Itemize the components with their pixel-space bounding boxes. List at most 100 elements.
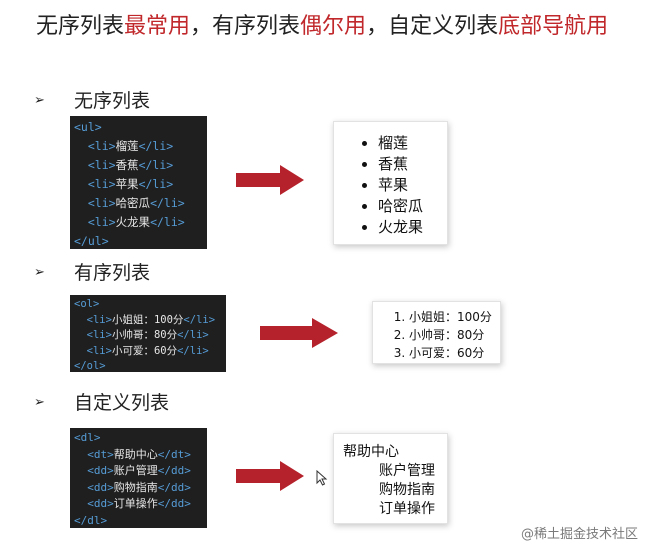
code-dd-open-tag: <dd> <box>87 480 114 494</box>
code-li-open-tag: <li> <box>87 139 116 153</box>
code-line: <dd>订单操作</dd> <box>74 496 201 513</box>
title-part: 无序列表 <box>36 14 125 39</box>
code-li-text: 苹果 <box>115 177 139 191</box>
title-part: ，有序列表 <box>190 14 301 39</box>
section-heading-text: 有序列表 <box>74 262 151 284</box>
arrow-right-icon <box>236 461 304 491</box>
section-heading-ul: ➢ 无序列表 <box>34 86 150 113</box>
code-indent <box>74 345 87 357</box>
code-dt-open-tag: <dt> <box>87 447 114 461</box>
code-dd-close-tag: </dd> <box>157 464 191 477</box>
code-indent <box>74 448 87 461</box>
code-block-ul: <ul> <li>榴莲</li> <li>香蕉</li> <li>苹果</li>… <box>70 116 207 249</box>
code-open-tag: <ul> <box>74 120 102 134</box>
code-li-close-tag: </li> <box>150 196 185 210</box>
section-heading-text: 无序列表 <box>74 90 151 112</box>
code-line: <dd>购物指南</dd> <box>74 480 201 497</box>
code-indent <box>74 464 87 477</box>
code-indent <box>74 139 88 153</box>
code-line: <li>小姐姐：100分</li> <box>74 313 220 329</box>
section-heading-text: 自定义列表 <box>74 392 170 414</box>
title-accent: 偶尔用 <box>300 14 367 39</box>
code-dd-text: 账户管理 <box>113 464 158 477</box>
code-line: <dd>账户管理</dd> <box>74 463 201 480</box>
list-item: 小可爱：60分 <box>409 344 500 362</box>
code-indent <box>74 497 87 510</box>
code-line: <li>火龙果</li> <box>74 213 201 232</box>
code-li-open-tag: <li> <box>86 344 112 357</box>
result-box-ul: 榴莲香蕉苹果哈密瓜火龙果 <box>333 121 448 245</box>
code-dt-close-tag: </dt> <box>157 447 191 461</box>
code-indent <box>74 177 88 191</box>
code-indent <box>74 196 88 210</box>
code-line: </ul> <box>74 232 201 251</box>
list-item: 火龙果 <box>378 217 447 238</box>
list-item: 榴莲 <box>378 133 447 154</box>
code-li-text: 小可爱：60分 <box>111 344 178 357</box>
arrow-right-icon <box>236 165 304 195</box>
code-li-text: 香蕉 <box>115 158 139 172</box>
rendered-definition-list: 帮助中心账户管理购物指南订单操作 <box>343 442 447 519</box>
code-li-open-tag: <li> <box>86 329 112 341</box>
code-line: <li>小可爱：60分</li> <box>74 344 220 360</box>
code-li-open-tag: <li> <box>87 196 116 210</box>
code-indent <box>74 158 88 172</box>
code-li-close-tag: </li> <box>183 313 216 326</box>
code-dd-open-tag: <dd> <box>87 497 114 510</box>
code-li-close-tag: </li> <box>138 139 174 153</box>
code-line: </dl> <box>74 513 201 530</box>
definition-description: 账户管理 <box>379 463 435 479</box>
code-open-tag: <ol> <box>74 298 100 310</box>
code-dd-close-tag: </dd> <box>157 497 191 510</box>
code-li-close-tag: </li> <box>138 158 174 172</box>
list-item: 小帅哥：80分 <box>409 326 500 344</box>
code-li-text: 小帅哥：80分 <box>111 329 178 341</box>
code-indent <box>74 215 88 229</box>
list-item: 小姐姐：100分 <box>409 308 500 326</box>
slide-title: 无序列表最常用，有序列表偶尔用，自定义列表底部导航用 <box>36 8 608 40</box>
code-li-open-tag: <li> <box>86 313 112 326</box>
code-dd-close-tag: </dd> <box>157 480 191 494</box>
bullet-arrow-icon: ➢ <box>34 93 45 108</box>
code-li-open-tag: <li> <box>87 177 116 191</box>
code-line: <dl> <box>74 430 201 447</box>
code-indent <box>74 329 87 341</box>
code-line: <li>苹果</li> <box>74 175 201 194</box>
list-item: 香蕉 <box>378 154 447 175</box>
code-close-tag: </dl> <box>74 513 108 527</box>
code-line: <li>小帅哥：80分</li> <box>74 328 220 344</box>
code-close-tag: </ul> <box>74 234 109 248</box>
definition-description: 订单操作 <box>379 501 435 517</box>
code-line: <dt>帮助中心</dt> <box>74 447 201 464</box>
code-close-tag: </ol> <box>74 360 106 372</box>
mouse-cursor-icon <box>316 470 328 486</box>
rendered-ordered-list: 小姐姐：100分小帅哥：80分小可爱：60分 <box>373 308 500 362</box>
code-block-dl: <dl> <dt>帮助中心</dt> <dd>账户管理</dd> <dd>购物指… <box>70 428 207 528</box>
arrow-right-icon <box>260 318 338 348</box>
code-indent <box>74 314 87 326</box>
code-li-text: 小姐姐：100分 <box>111 313 184 326</box>
code-dd-open-tag: <dd> <box>87 464 114 477</box>
bullet-arrow-icon: ➢ <box>34 265 45 280</box>
code-li-open-tag: <li> <box>87 215 116 229</box>
code-line: <li>榴莲</li> <box>74 137 201 156</box>
code-dd-text: 购物指南 <box>113 480 158 494</box>
code-dt-text: 帮助中心 <box>113 447 158 461</box>
code-line: <li>香蕉</li> <box>74 156 201 175</box>
code-dd-text: 订单操作 <box>113 497 158 510</box>
list-item: 苹果 <box>378 175 447 196</box>
code-li-close-tag: </li> <box>150 215 185 229</box>
list-item: 哈密瓜 <box>378 196 447 217</box>
title-accent: 底部导航用 <box>498 14 609 39</box>
definition-description: 购物指南 <box>379 482 435 498</box>
rendered-unordered-list: 榴莲香蕉苹果哈密瓜火龙果 <box>334 133 447 238</box>
result-box-dl: 帮助中心账户管理购物指南订单操作 <box>333 433 448 524</box>
watermark: @稀土掘金技术社区 <box>521 527 639 542</box>
code-li-close-tag: </li> <box>177 329 209 341</box>
section-heading-ol: ➢ 有序列表 <box>34 258 150 285</box>
code-li-text: 火龙果 <box>115 215 151 229</box>
code-line: <ol> <box>74 297 220 313</box>
result-box-ol: 小姐姐：100分小帅哥：80分小可爱：60分 <box>372 301 501 364</box>
code-open-tag: <dl> <box>74 431 101 444</box>
code-li-text: 榴莲 <box>115 139 139 153</box>
